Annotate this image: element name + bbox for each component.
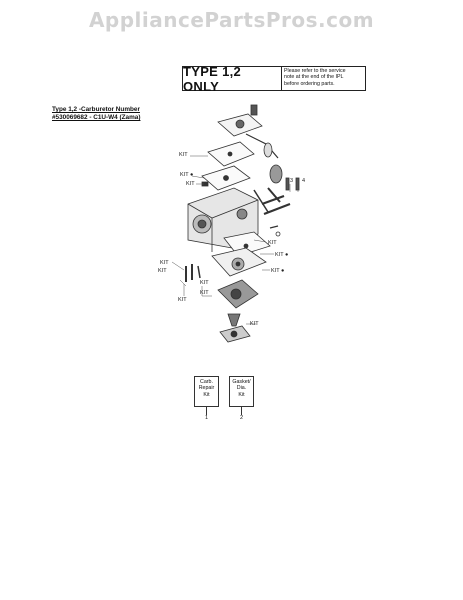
metering-diaphragm <box>211 247 267 277</box>
carburetor-subtitle: Type 1,2 -Carburetor Number #530069682 -… <box>52 106 140 122</box>
subtitle-line: Type 1,2 -Carburetor Number <box>52 106 140 113</box>
callout-kit: KIT <box>200 290 209 296</box>
adjusting-needles <box>261 194 291 237</box>
kit-legend: Carb. Repair Kit 1 Gasket/ Dia. Kit 2 <box>194 376 254 421</box>
pump-diaphragm <box>207 141 255 167</box>
callout-kit: KIT <box>158 268 167 274</box>
callout-number-3: 3 <box>290 178 294 184</box>
callout-kit-star: KIT ● <box>180 172 194 178</box>
carburetor-exploded-diagram <box>171 104 300 343</box>
kit-label-box: Gasket/ Dia. Kit <box>229 376 254 407</box>
callout-kit: KIT <box>186 181 195 187</box>
service-note-line: Please refer to the service <box>284 68 346 74</box>
throttle-linkage <box>245 133 283 213</box>
callout-kit: KIT <box>268 240 277 246</box>
callout-kit: KIT <box>178 297 187 303</box>
type-title: TYPE 1,2 ONLY <box>183 64 282 94</box>
pump-gasket <box>201 165 251 191</box>
callout-kit-star: KIT ● <box>275 252 289 258</box>
callout-kit: KIT <box>200 280 209 286</box>
subtitle-line: #530069682 - C1U-W4 (Zama) <box>52 114 141 121</box>
type-notice-box: TYPE 1,2 ONLY Please refer to the servic… <box>182 64 366 94</box>
kit-label-line: Repair <box>198 385 215 392</box>
callout-kit-star: KIT ● <box>271 268 285 274</box>
leader-lines <box>171 155 299 325</box>
kit-label-line: Dia. <box>236 385 247 392</box>
kit-number: 2 <box>239 415 244 421</box>
callout-kit: KIT <box>179 152 188 158</box>
carburetor-body <box>187 187 259 252</box>
kit-label-line: Kit <box>203 391 210 398</box>
watermark: AppliancePartsPros.com <box>88 8 375 32</box>
cover-screws <box>185 264 201 282</box>
kit-number: 1 <box>204 415 209 421</box>
kit-label-line: Kit <box>238 391 245 398</box>
service-note-line: before ordering parts. <box>284 80 335 87</box>
kit-carb-repair: Carb. Repair Kit 1 <box>194 376 219 421</box>
callout-kit: KIT <box>160 260 169 266</box>
service-note-line: note at the end of the IPL <box>284 74 344 81</box>
service-note: Please refer to the service note at the … <box>282 67 365 90</box>
fuel-inlet-fitting <box>219 313 251 343</box>
top-cover-assembly <box>217 104 263 137</box>
metering-cover <box>217 279 259 309</box>
kit-label-box: Carb. Repair Kit <box>194 376 219 407</box>
callout-kit: KIT <box>250 321 259 327</box>
kit-leader <box>241 407 242 415</box>
callout-number-4: 4 <box>302 178 306 184</box>
kit-label-line: Gasket/ <box>232 379 251 385</box>
kit-label-line: Carb. <box>200 379 213 385</box>
kit-gasket-dia: Gasket/ Dia. Kit 2 <box>229 376 254 421</box>
kit-leader <box>206 407 207 415</box>
